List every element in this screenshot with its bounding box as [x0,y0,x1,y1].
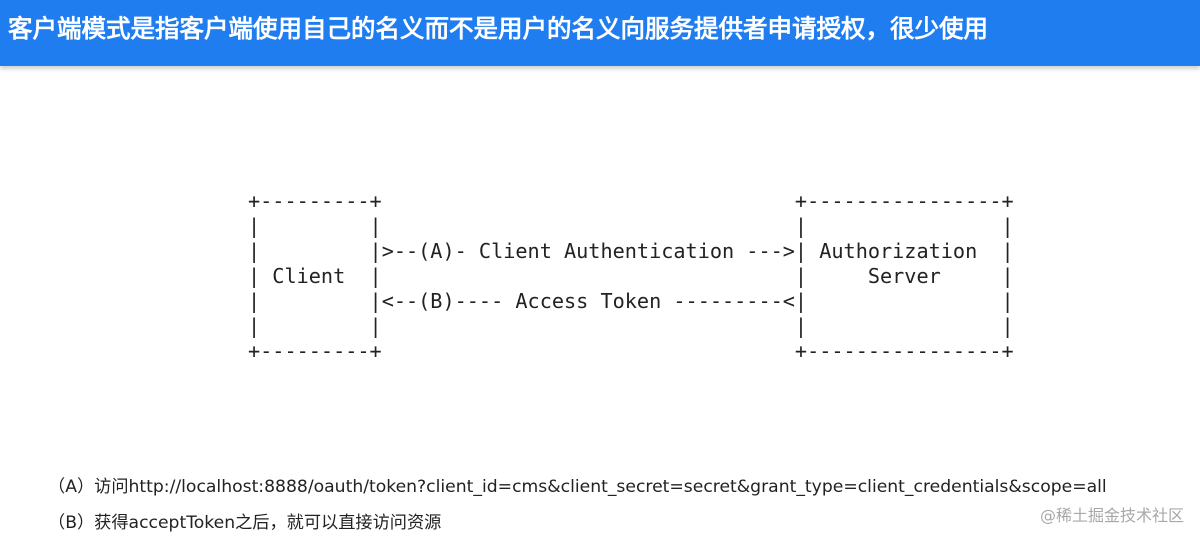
diagram-line-client-and-server-labels: | Client | | Server | [248,264,1014,288]
diagram-line-top-border: +---------+ +----------------+ [248,189,1014,213]
note-step-a: （A）访问http://localhost:8888/oauth/token?c… [48,477,1107,497]
diagram-line-spacer-lower: | | | | [248,314,1014,338]
diagram-line-bottom-border: +---------+ +----------------+ [248,339,1014,363]
note-step-b: （B）获得acceptToken之后，就可以直接访问资源 [48,513,442,533]
header-bar: 客户端模式是指客户端使用自己的名义而不是用户的名义向服务提供者申请授权，很少使用 [0,0,1200,66]
diagram-line-access-token: | |<--(B)---- Access Token ---------<| | [248,289,1014,313]
page-title: 客户端模式是指客户端使用自己的名义而不是用户的名义向服务提供者申请授权，很少使用 [8,14,988,43]
watermark-text: @稀土掘金技术社区 [1039,506,1184,525]
client-credentials-flow-diagram: +---------+ +----------------+ | | | | |… [248,189,1014,364]
diagram-line-client-authentication: | |>--(A)- Client Authentication --->| A… [248,239,1014,263]
diagram-line-spacer-upper: | | | | [248,214,1014,238]
